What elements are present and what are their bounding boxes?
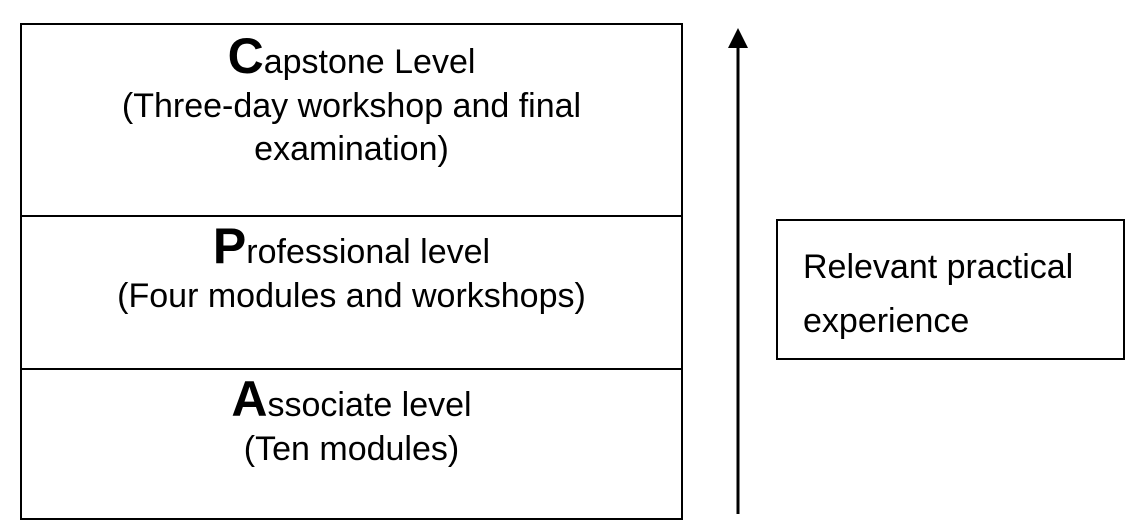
professional-level-initial: P [212, 218, 247, 274]
associate-level-detail: (Ten modules) [243, 429, 460, 468]
professional-level-title-rest: rofessional level [246, 233, 491, 271]
associate-level-title-rest: ssociate level [267, 386, 472, 424]
arrow-head [728, 28, 748, 48]
capstone-level-detail-line1: (Three-day workshop and final [121, 86, 582, 125]
experience-box: Relevant practical experience [776, 219, 1125, 360]
professional-level-detail: (Four modules and workshops) [117, 276, 586, 315]
capstone-level-initial: C [227, 28, 264, 84]
experience-line2: experience [803, 302, 970, 340]
associate-level-title: Associate level [22, 374, 681, 428]
up-arrow-icon [728, 28, 748, 514]
associate-level-initial: A [231, 371, 268, 427]
capstone-level-title-rest: apstone Level [263, 43, 476, 81]
capstone-level-detail-line2: examination) [254, 130, 449, 169]
capstone-level-box: Capstone Level (Three-day workshop and f… [22, 25, 681, 217]
professional-level-title: Professional level [22, 221, 681, 275]
experience-line1: Relevant practical [803, 248, 1074, 286]
professional-level-box: Professional level (Four modules and wor… [22, 217, 681, 370]
associate-level-box: Associate level (Ten modules) [22, 370, 681, 518]
levels-stack: Capstone Level (Three-day workshop and f… [20, 23, 683, 520]
capstone-level-title: Capstone Level [22, 31, 681, 85]
